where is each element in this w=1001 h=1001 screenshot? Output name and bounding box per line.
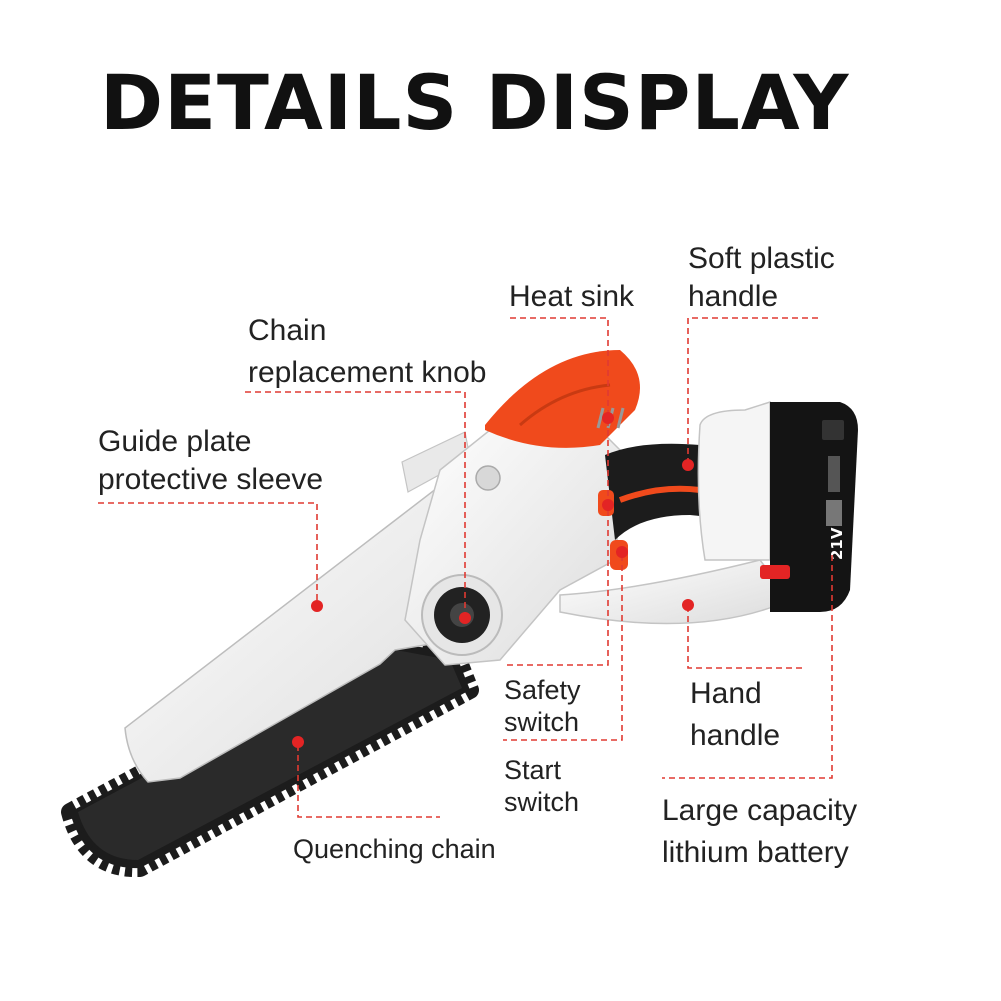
label-safety-switch: Safety switch [504,675,581,737]
label-start-switch: Start switch [504,755,580,817]
leader-lines [98,317,833,818]
battery-pack: 21V [697,400,858,612]
label-large-capacity-lithium-battery: Large capacity lithium battery [662,794,858,869]
battery-voltage-text: 21V [828,527,846,560]
chain-bar [61,633,479,878]
callout-dots [292,412,694,748]
label-soft-plastic-handle: Soft plastic handle [688,242,835,313]
label-heat-sink: Heat sink [509,280,635,313]
label-hand-handle: Hand handle [690,677,781,752]
label-guide-plate-protective-sleeve: Guide plate protective sleeve [98,425,324,496]
page-title: DETAILS DISPLAY [100,58,850,147]
label-quenching-chain: Quenching chain [293,834,496,864]
label-chain-replacement-knob: Chain replacement knob [248,314,487,389]
